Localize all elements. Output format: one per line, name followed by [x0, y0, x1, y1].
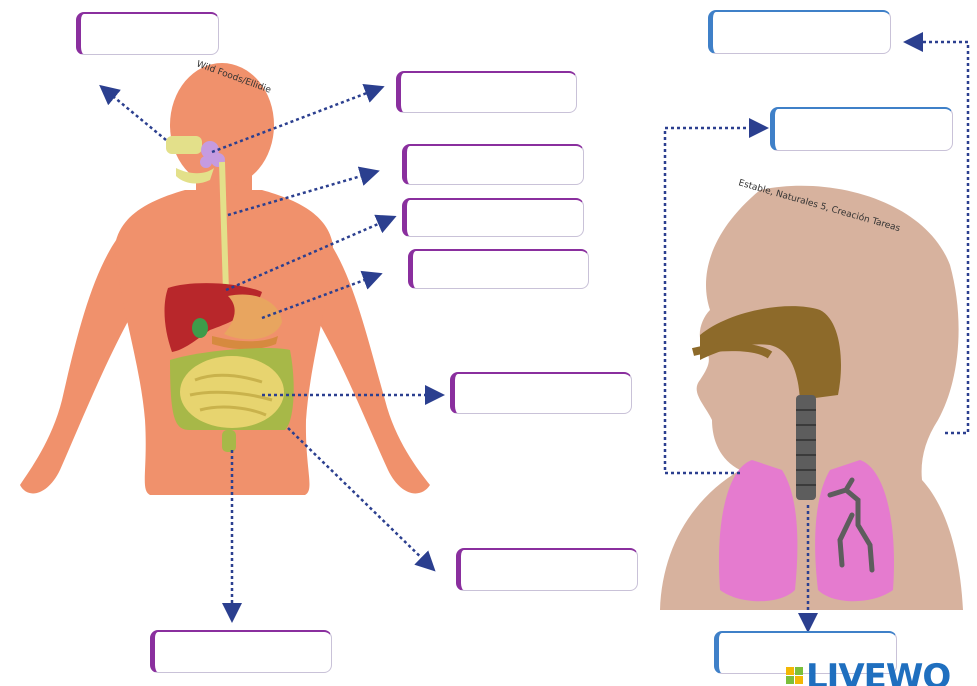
label-box-1[interactable] — [76, 12, 219, 55]
arrow-nasal — [103, 88, 166, 140]
label-box-7[interactable] — [456, 548, 638, 591]
label-input-5[interactable] — [413, 251, 588, 288]
label-box-5[interactable] — [408, 249, 589, 289]
logo-text: LIVEWO — [806, 660, 950, 686]
label-input-6[interactable] — [455, 374, 631, 413]
label-input-2[interactable] — [401, 73, 576, 112]
logo-mark-icon — [786, 667, 804, 685]
label-input-1[interactable] — [81, 14, 218, 54]
label-input-4[interactable] — [407, 200, 583, 236]
respiratory-input-1[interactable] — [713, 12, 890, 53]
label-box-2[interactable] — [396, 71, 577, 113]
respiratory-input-2[interactable] — [775, 109, 952, 150]
liveworksheets-logo: LIVEWO — [786, 660, 950, 686]
label-box-4[interactable] — [402, 198, 584, 237]
label-box-3[interactable] — [402, 144, 584, 185]
label-input-7[interactable] — [461, 550, 637, 590]
respiratory-box-1[interactable] — [708, 10, 891, 54]
label-box-6[interactable] — [450, 372, 632, 414]
label-input-8[interactable] — [155, 632, 331, 672]
label-box-8[interactable] — [150, 630, 332, 673]
arrow-large-intestine — [288, 428, 432, 568]
label-input-3[interactable] — [407, 146, 583, 184]
respiratory-box-2[interactable] — [770, 107, 953, 151]
